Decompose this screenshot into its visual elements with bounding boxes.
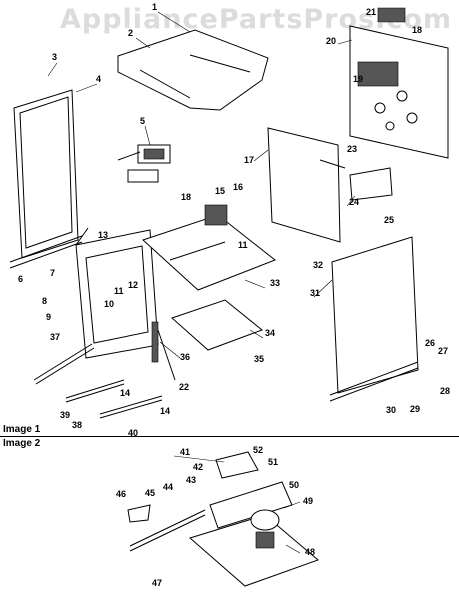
callout-50: 50 — [289, 480, 299, 490]
burner-box-part — [142, 204, 276, 291]
rear-inner-panel-part — [267, 127, 346, 243]
callout-44: 44 — [163, 482, 173, 492]
rating-label-part — [377, 7, 406, 23]
callout-36: 36 — [180, 352, 190, 362]
callout-9: 9 — [46, 312, 51, 322]
callout-48: 48 — [305, 547, 315, 557]
callout-24: 24 — [349, 197, 359, 207]
callout-43: 43 — [186, 475, 196, 485]
callout-40: 40 — [128, 428, 138, 438]
callout-39: 39 — [60, 410, 70, 420]
callout-23: 23 — [347, 144, 357, 154]
section-label-image-1: Image 1 — [3, 424, 41, 435]
callout-27: 27 — [438, 346, 448, 356]
callout-49: 49 — [303, 496, 313, 506]
front-frame-part — [75, 227, 159, 359]
callout-30: 30 — [386, 405, 396, 415]
callout-18b: 18 — [412, 25, 422, 35]
callout-1: 1 — [152, 2, 157, 12]
callout-22: 22 — [179, 382, 189, 392]
callout-11b: 11 — [238, 240, 248, 250]
top-cover-part — [117, 29, 269, 111]
callout-20: 20 — [326, 36, 336, 46]
callout-14: 14 — [120, 388, 130, 398]
callout-7: 7 — [50, 268, 55, 278]
callout-25: 25 — [384, 215, 394, 225]
callout-26: 26 — [425, 338, 435, 348]
callout-15: 15 — [215, 186, 225, 196]
bottom-plate-part — [171, 299, 263, 351]
callout-10: 10 — [104, 299, 114, 309]
bracket-part — [349, 167, 393, 201]
left-side-panel-part — [9, 89, 83, 269]
callout-37: 37 — [50, 332, 60, 342]
right-side-panel-part — [329, 236, 419, 402]
back-panel-part — [349, 25, 449, 159]
callout-28: 28 — [440, 386, 450, 396]
callout-3: 3 — [52, 52, 57, 62]
burner-assembly-part — [127, 451, 319, 587]
callout-16: 16 — [233, 182, 243, 192]
leader-lines — [47, 11, 356, 554]
callout-11: 11 — [114, 286, 124, 296]
gas-valve-part — [117, 144, 171, 183]
callout-41: 41 — [180, 447, 190, 457]
callout-33: 33 — [270, 278, 280, 288]
callout-6: 6 — [18, 274, 23, 284]
callout-4: 4 — [96, 74, 101, 84]
callout-31: 31 — [310, 288, 320, 298]
callout-46: 46 — [116, 489, 126, 499]
callout-51: 51 — [268, 457, 278, 467]
callout-32: 32 — [313, 260, 323, 270]
callout-8: 8 — [42, 296, 47, 306]
corner-post-part — [151, 321, 176, 381]
callout-12: 12 — [128, 280, 138, 290]
callout-38: 38 — [72, 420, 82, 430]
callout-35: 35 — [254, 354, 264, 364]
rails-part — [33, 343, 163, 419]
callout-14b: 14 — [160, 406, 170, 416]
callout-21: 21 — [366, 7, 376, 17]
callout-19: 19 — [353, 74, 363, 84]
callout-52: 52 — [253, 445, 263, 455]
callout-42: 42 — [193, 462, 203, 472]
callout-13: 13 — [98, 230, 108, 240]
callout-5: 5 — [140, 116, 145, 126]
callout-34: 34 — [265, 328, 275, 338]
callout-17: 17 — [244, 155, 254, 165]
section-divider — [0, 436, 459, 437]
callout-45: 45 — [145, 488, 155, 498]
callout-18: 18 — [181, 192, 191, 202]
callout-47: 47 — [152, 578, 162, 588]
section-label-image-2: Image 2 — [3, 438, 41, 449]
callout-2: 2 — [128, 28, 133, 38]
callout-29: 29 — [410, 404, 420, 414]
callout-labels: 1 2 3 4 5 6 7 8 9 10 11 12 13 14 14 15 1… — [18, 2, 450, 588]
